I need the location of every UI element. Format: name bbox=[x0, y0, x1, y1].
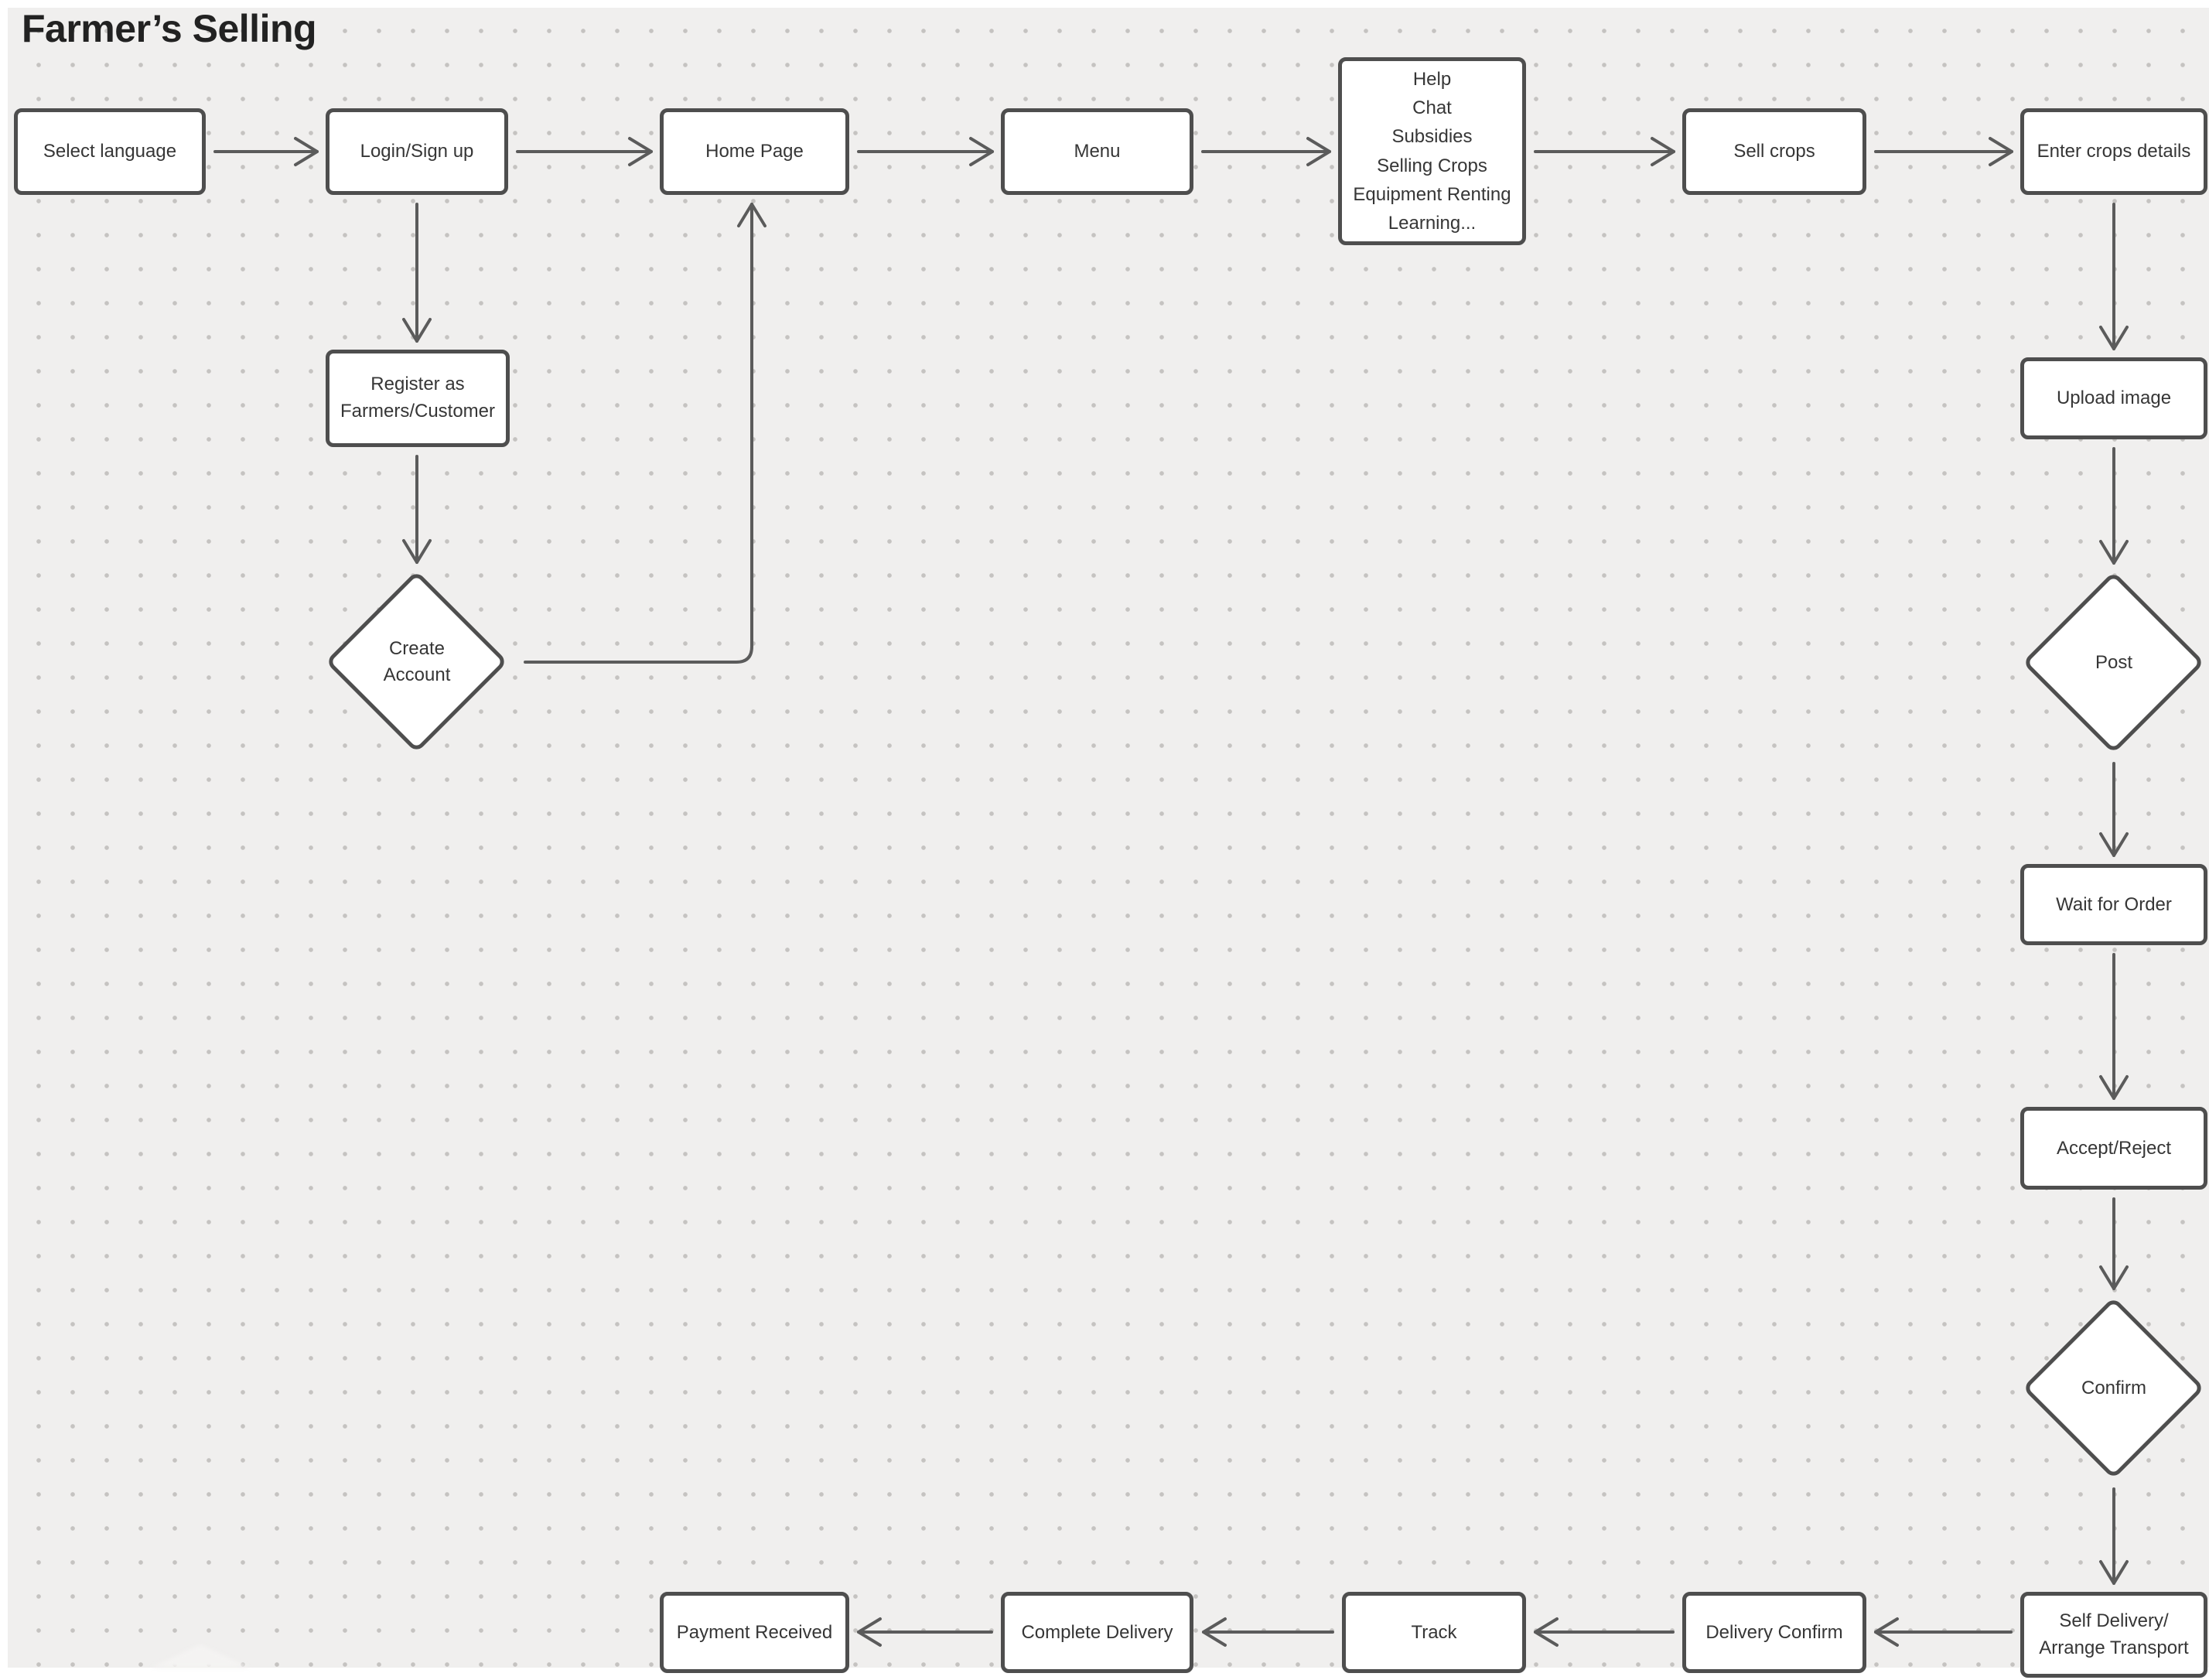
node-wait-for-order[interactable]: Wait for Order bbox=[2020, 864, 2207, 945]
node-menu[interactable]: Menu bbox=[1001, 108, 1193, 195]
node-register-as[interactable]: Register as Farmers/Customer bbox=[326, 350, 510, 447]
connector-create-account-to-home-page[interactable] bbox=[524, 203, 766, 664]
node-label: Help Chat Subsidies Selling Crops Equipm… bbox=[1353, 68, 1511, 234]
node-payment-received[interactable]: Payment Received bbox=[660, 1592, 849, 1673]
node-label: Track bbox=[1411, 1621, 1457, 1643]
node-label: Create Account bbox=[383, 638, 451, 685]
node-label: Wait for Order bbox=[2056, 893, 2172, 915]
node-complete-delivery[interactable]: Complete Delivery bbox=[1001, 1592, 1193, 1673]
node-label: Login/Sign up bbox=[360, 141, 474, 162]
node-accept-reject[interactable]: Accept/Reject bbox=[2020, 1107, 2207, 1190]
node-sell-crops[interactable]: Sell crops bbox=[1682, 108, 1866, 195]
node-label: Menu bbox=[1074, 141, 1121, 162]
node-label: Enter crops details bbox=[2037, 141, 2191, 162]
node-menu-options[interactable]: Help Chat Subsidies Selling Crops Equipm… bbox=[1338, 57, 1526, 245]
node-upload-image[interactable]: Upload image bbox=[2020, 357, 2207, 439]
dot-grid-canvas bbox=[8, 8, 2209, 1668]
node-label: Payment Received bbox=[676, 1621, 833, 1643]
node-label: Home Page bbox=[705, 141, 804, 162]
node-label: Sell crops bbox=[1733, 141, 1815, 162]
node-label: Register as Farmers/Customer bbox=[340, 374, 496, 422]
node-label: Complete Delivery bbox=[1021, 1621, 1173, 1643]
diagram-title[interactable]: Farmer’s Selling bbox=[22, 7, 317, 50]
node-label: Confirm bbox=[2081, 1378, 2146, 1399]
node-create-account[interactable]: Create Account bbox=[325, 570, 508, 753]
node-label: Accept/Reject bbox=[2056, 1137, 2172, 1159]
node-select-language[interactable]: Select language bbox=[14, 108, 206, 195]
node-self-delivery[interactable]: Self Delivery/ Arrange Transport bbox=[2020, 1592, 2207, 1678]
node-confirm[interactable]: Confirm bbox=[2022, 1296, 2205, 1480]
node-enter-crops-details[interactable]: Enter crops details bbox=[2020, 108, 2207, 195]
watermark-shape bbox=[151, 1644, 250, 1668]
node-label: Delivery Confirm bbox=[1705, 1621, 1843, 1643]
node-label: Post bbox=[2095, 652, 2133, 674]
node-delivery-confirm[interactable]: Delivery Confirm bbox=[1682, 1592, 1866, 1673]
node-label: Self Delivery/ Arrange Transport bbox=[2039, 1610, 2189, 1658]
node-label: Upload image bbox=[2056, 388, 2172, 409]
node-login-signup[interactable]: Login/Sign up bbox=[326, 108, 508, 195]
node-home-page[interactable]: Home Page bbox=[660, 108, 849, 195]
node-label: Select language bbox=[43, 141, 177, 162]
node-post[interactable]: Post bbox=[2022, 571, 2205, 754]
node-track[interactable]: Track bbox=[1342, 1592, 1526, 1673]
